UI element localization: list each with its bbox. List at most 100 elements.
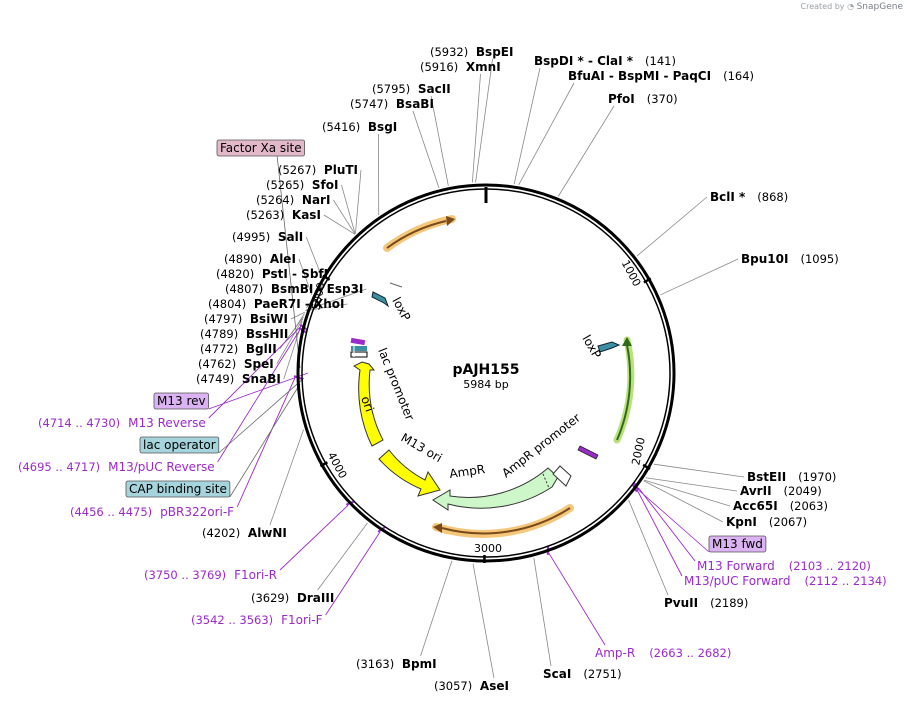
- primer-m13pucforward[interactable]: M13/pUC Forward(2112 .. 2134): [684, 574, 887, 588]
- primer-pbr322orif[interactable]: (4456 .. 4475)pBR322ori-F: [70, 505, 234, 519]
- enzyme-site-sali[interactable]: (4995) SalI: [232, 230, 303, 244]
- enzyme-pos: (2751): [583, 667, 621, 681]
- enzyme-site-nari[interactable]: (5264) NarI: [256, 193, 330, 207]
- primer-leader-line: [208, 326, 302, 419]
- enzyme-pos: (4807): [225, 282, 267, 296]
- enzyme-site-bpmi[interactable]: (3163) BpmI: [356, 657, 437, 671]
- enzyme-site-scai[interactable]: ScaI(2751): [543, 667, 622, 681]
- primer-f1orif[interactable]: (3542 .. 3563)F1ori-F: [191, 613, 323, 627]
- enzyme-site-bspdi[interactable]: BspDI * - ClaI *(141): [534, 54, 676, 68]
- enzyme-site-bglii[interactable]: (4772) BglII: [200, 342, 277, 356]
- loxp-right-feature: loxP: [579, 333, 621, 361]
- enzyme-name: SpeI: [244, 357, 274, 371]
- svg-text:(4807) BsmBI - Esp3I: (4807) BsmBI - Esp3I: [225, 282, 363, 296]
- enzyme-site-bcli[interactable]: BclI *(868): [710, 190, 788, 204]
- feature-leader-line: [633, 485, 710, 553]
- enzyme-pos: (5416): [322, 120, 364, 134]
- enzyme-site-bspei[interactable]: (5932) BspEI: [430, 45, 513, 59]
- primer-pos: (4714 .. 4730): [38, 416, 120, 430]
- enzyme-site-pluti[interactable]: (5267) PluTI: [278, 163, 358, 177]
- feature-box-bg: [125, 480, 231, 498]
- enzyme-site-pfoi[interactable]: PfoI(370): [608, 92, 678, 106]
- svg-text:PvuII(2189): PvuII(2189): [664, 596, 748, 610]
- feature-box-m13rev[interactable]: M13 rev: [153, 392, 209, 410]
- enzyme-pos: (4789): [200, 327, 242, 341]
- tick-4000: [319, 461, 328, 468]
- svg-text:(4749) SnaBI: (4749) SnaBI: [196, 372, 281, 386]
- enzyme-site-kpni[interactable]: KpnI(2067): [726, 515, 807, 529]
- enzyme-site-kasi[interactable]: (5263) KasI: [246, 208, 321, 222]
- primer-ampr[interactable]: Amp-R(2663 .. 2682): [595, 646, 731, 660]
- tick-label-3000: 3000: [474, 542, 502, 555]
- enzyme-site-spei[interactable]: (4762) SpeI: [198, 357, 274, 371]
- enzyme-pos: (5747): [350, 97, 392, 111]
- svg-text:(5265) SfoI: (5265) SfoI: [266, 178, 338, 192]
- enzyme-name: PluTI: [324, 163, 358, 177]
- enzyme-name: PstI: [262, 267, 288, 281]
- feature-leader-line: [276, 155, 301, 369]
- primer-m13forward[interactable]: M13 Forward(2103 .. 2120): [697, 559, 871, 573]
- enzyme-pos: (5916): [420, 60, 462, 74]
- primer-f1orir[interactable]: (3750 .. 3769)F1ori-R: [144, 568, 277, 582]
- feature-box-factorxasite[interactable]: Factor Xa site: [216, 139, 306, 157]
- enzyme-site-avrii[interactable]: AvrII(2049): [740, 484, 822, 498]
- enzyme-site-snabi[interactable]: (4749) SnaBI: [196, 372, 281, 386]
- svg-text:BclI *(868): BclI *(868): [710, 190, 788, 204]
- enzyme-pos: (4772): [200, 342, 242, 356]
- enzyme-site-bsabi[interactable]: (5747) BsaBI: [350, 97, 434, 111]
- enzyme-leader-line: [305, 288, 367, 311]
- enzyme-site-bsteii[interactable]: BstEII(1970): [747, 470, 836, 484]
- enzyme-site-bsgi[interactable]: (5416) BsgI: [322, 120, 397, 134]
- enzyme-site-psti[interactable]: (4820) PstI - SbfI: [216, 267, 328, 281]
- enzyme-name-2: - ClaI *: [584, 54, 634, 68]
- enzyme-leader-line: [269, 429, 304, 526]
- svg-text:KpnI(2067): KpnI(2067): [726, 515, 807, 529]
- enzyme-site-pvuii[interactable]: PvuII(2189): [664, 596, 748, 610]
- enzyme-leader-line: [643, 480, 724, 523]
- enzyme-site-sacii[interactable]: (5795) SacII: [372, 82, 451, 96]
- enzyme-site-paer7i[interactable]: (4804) PaeR7I - XhoI: [208, 297, 345, 311]
- label-lines: [208, 58, 745, 679]
- enzyme-leader-line: [558, 105, 615, 197]
- primer-m13pucreverse[interactable]: (4695 .. 4717)M13/pUC Reverse: [18, 460, 215, 474]
- feature-box-lacoperator[interactable]: lac operator: [139, 436, 220, 454]
- enzyme-site-bfuai[interactable]: BfuAI - BspMI - PaqCI(164): [568, 69, 754, 83]
- snapgene-credit: Created by ◔ SnapGene: [801, 2, 904, 12]
- enzyme-name: PfoI: [608, 92, 635, 106]
- primer-pos: (4456 .. 4475): [70, 505, 152, 519]
- enzyme-site-draiii[interactable]: (3629) DraIII: [251, 591, 334, 605]
- enzyme-pos: (2063): [790, 499, 828, 513]
- enzyme-pos: (4797): [204, 312, 246, 326]
- enzyme-leader-line: [513, 67, 541, 185]
- svg-text:(4789) BssHII: (4789) BssHII: [200, 327, 288, 341]
- feature-leader-line: [229, 383, 301, 498]
- enzyme-site-asei[interactable]: (3057) AseI: [434, 679, 509, 693]
- enzyme-name: AvrII: [740, 484, 772, 498]
- enzyme-pos: (4820): [216, 267, 258, 281]
- enzyme-site-sfoi[interactable]: (5265) SfoI: [266, 178, 338, 192]
- enzyme-name-3: - PaqCI: [659, 69, 711, 83]
- primer-m13reverse[interactable]: (4714 .. 4730)M13 Reverse: [38, 416, 206, 430]
- primer-name: Amp-R: [595, 646, 635, 660]
- enzyme-site-bsmbi[interactable]: (4807) BsmBI - Esp3I: [225, 282, 363, 296]
- primer-leader-line: [236, 377, 296, 508]
- primer-pos: (2103 .. 2120): [789, 559, 871, 573]
- enzyme-leader-line: [341, 184, 356, 235]
- feature-box-label: M13 fwd: [712, 537, 763, 551]
- enzyme-site-bsiwi[interactable]: (4797) BsiWI: [204, 312, 288, 326]
- feature-box-m13fwd[interactable]: M13 fwd: [708, 535, 767, 553]
- enzyme-site-alwni[interactable]: (4202) AlwNI: [202, 526, 287, 540]
- svg-text:M13 Forward(2103 .. 2120): M13 Forward(2103 .. 2120): [697, 559, 871, 573]
- m13-ori-feature: M13 ori: [378, 430, 445, 497]
- enzyme-name: SnaBI: [242, 372, 281, 386]
- enzyme-site-bpu10i[interactable]: Bpu10I(1095): [741, 252, 839, 266]
- enzyme-pos: (4804): [208, 297, 250, 311]
- enzyme-site-xmni[interactable]: (5916) XmnI: [420, 60, 501, 74]
- enzyme-site-alei[interactable]: (4890) AleI: [224, 252, 296, 266]
- credit-prefix: Created by: [800, 2, 845, 11]
- enzyme-pos: (3629): [251, 591, 293, 605]
- enzyme-pos: (2067): [769, 515, 807, 529]
- enzyme-site-acc65i[interactable]: Acc65I(2063): [733, 499, 828, 513]
- feature-box-capbindingsite[interactable]: CAP binding site: [125, 480, 231, 498]
- enzyme-site-bsshii[interactable]: (4789) BssHII: [200, 327, 288, 341]
